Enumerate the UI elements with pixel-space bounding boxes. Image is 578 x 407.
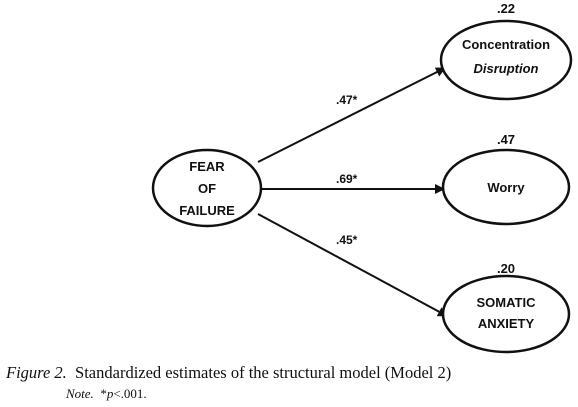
path-arrow-concentration	[257, 67, 446, 163]
node-worry: Worry	[441, 148, 571, 226]
node-somatic-anxiety: SOMATIC ANXIETY	[441, 274, 571, 354]
fear-line-1: FEAR	[189, 159, 225, 174]
figure-label: Figure 2.	[6, 363, 67, 382]
note-p: p	[106, 386, 114, 401]
somatic-line-1: SOMATIC	[477, 295, 537, 310]
path-diagram: .47* .69* .45* FEAR OF FAILURE .22 Conce…	[151, 1, 573, 354]
concentration-line-1: Concentration	[462, 37, 550, 52]
r2-concentration: .22	[497, 1, 515, 16]
coef-somatic: .45*	[336, 233, 358, 247]
figure-caption-text: Standardized estimates of the structural…	[75, 363, 452, 382]
concentration-line-2: Disruption	[474, 61, 539, 76]
coef-concentration: .47*	[336, 93, 358, 107]
fear-line-3: FAILURE	[179, 203, 235, 218]
note-threshold: <.001.	[113, 386, 147, 401]
node-concentration-disruption: Concentration Disruption	[439, 19, 573, 101]
note-label: Note.	[66, 386, 94, 401]
node-fear-of-failure: FEAR OF FAILURE	[151, 148, 263, 228]
somatic-line-2: ANXIETY	[478, 316, 535, 331]
figure-caption: Figure 2. Standardized estimates of the …	[6, 363, 451, 383]
note-star: *	[100, 386, 107, 401]
worry-label: Worry	[487, 180, 525, 195]
r2-worry: .47	[497, 132, 515, 147]
figure-note: Note. *p<.001.	[66, 386, 147, 402]
r2-somatic: .20	[497, 261, 515, 276]
coef-worry: .69*	[336, 172, 358, 186]
path-arrow-somatic	[257, 213, 448, 317]
fear-line-2: OF	[198, 181, 216, 196]
